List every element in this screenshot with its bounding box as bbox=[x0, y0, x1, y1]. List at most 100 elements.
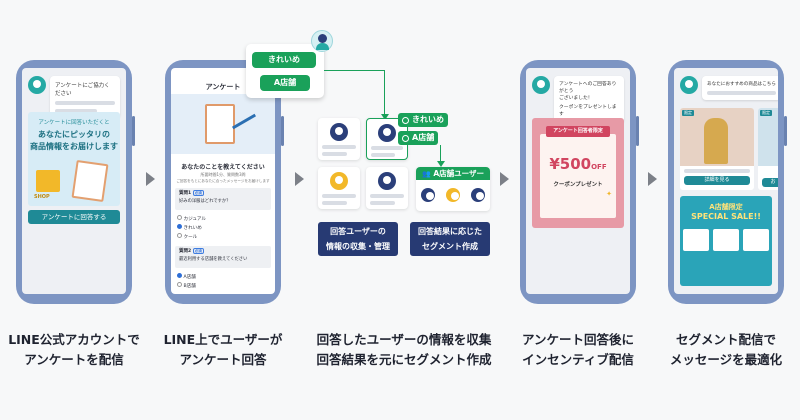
question-1-box: 質問1 必須 好みの洋服はどれですか？ bbox=[175, 188, 271, 210]
survey-hero bbox=[171, 94, 275, 154]
detail-button[interactable]: 詳細を見る bbox=[684, 176, 750, 185]
option-cool[interactable]: クール bbox=[177, 233, 206, 242]
account-avatar bbox=[28, 76, 46, 94]
step-caption-3: 回答したユーザーの情報を収集回答結果を元にセグメント作成 bbox=[316, 332, 492, 367]
chat-line-3: クーポンをプレゼントします bbox=[559, 105, 617, 117]
connector-line bbox=[324, 70, 384, 71]
step-caption-2: LINE上でユーザーがアンケート回答 bbox=[163, 332, 283, 367]
survey-header: アンケート bbox=[205, 83, 241, 91]
question-1-options: カジュアル きれいめ クール bbox=[177, 215, 206, 242]
limited-badge: 限定 bbox=[682, 110, 694, 116]
chat-text: あなたにおすすめの商品はこちら bbox=[707, 82, 776, 87]
shoes-icon bbox=[713, 229, 739, 251]
account-avatar bbox=[532, 76, 550, 94]
chat-text: アンケートにご協力ください bbox=[55, 83, 110, 97]
shop-bag-icon bbox=[36, 170, 60, 192]
coupon-banner: アンケート回答者限定 ¥500OFF クーポンプレゼント ✦ bbox=[532, 118, 624, 228]
phone-segment-message: あなたにおすすめの商品はこちら 限定 詳細を見る 限定 お A店舗限定 SPEC… bbox=[668, 60, 787, 304]
coupon-header: アンケート回答者限定 bbox=[546, 126, 610, 137]
create-segment-line-2: セグメント作成 bbox=[422, 242, 478, 251]
step-caption-1: LINE公式アカウントでアンケートを配信 bbox=[8, 332, 140, 367]
banner-main-text-2: 商品情報をお届けします bbox=[30, 142, 118, 151]
chat-line-2: ございました！ bbox=[559, 96, 593, 101]
survey-banner: アンケートに回答いただくと あなたにピッタリの 商品情報をお届けします SHOP bbox=[28, 112, 120, 206]
sale-line-1: A店舗限定 bbox=[709, 203, 743, 211]
user-card bbox=[366, 167, 408, 209]
model-illustration bbox=[704, 118, 728, 164]
product-card[interactable]: 限定 詳細を見る bbox=[680, 108, 754, 190]
account-avatar bbox=[680, 76, 698, 94]
phone-side-button bbox=[281, 116, 284, 146]
attribute-tag-store-a: A店舗 bbox=[398, 131, 439, 145]
coupon-label: クーポンプレゼント bbox=[553, 182, 603, 188]
connector-line bbox=[384, 70, 385, 116]
clipboard-illustration-icon bbox=[205, 104, 235, 144]
collect-info-line-1: 回答ユーザーの bbox=[330, 227, 386, 236]
question-1-label: 質問1 bbox=[179, 191, 192, 196]
coupon-card: アンケート回答者限定 ¥500OFF クーポンプレゼント ✦ bbox=[540, 126, 616, 218]
option-store-b[interactable]: B店舗 bbox=[177, 282, 196, 291]
option-kireime[interactable]: きれいめ bbox=[177, 224, 206, 233]
user-avatar-icon bbox=[311, 30, 333, 52]
banner-top-text: アンケートに回答いただくと bbox=[38, 120, 110, 126]
step-arrow-2 bbox=[295, 172, 304, 186]
question-2-text: 最近利用する店舗を教えてください bbox=[179, 257, 248, 262]
connector-arrowhead bbox=[437, 161, 445, 167]
product-card-partial[interactable]: 限定 お bbox=[758, 108, 778, 190]
answer-option-store-a: A店舗 bbox=[260, 75, 310, 91]
step-arrow-4 bbox=[648, 172, 657, 186]
segment-label: 👥 A店舗ユーザー bbox=[416, 167, 490, 180]
chat-line-1: アンケートへのご回答ありがとう bbox=[559, 82, 617, 94]
users-icon: 👥 bbox=[422, 170, 431, 178]
question-1-text: 好みの洋服はどれですか？ bbox=[179, 199, 231, 204]
question-title: あなたのことを教えてください bbox=[181, 164, 265, 171]
product-image: 限定 bbox=[680, 108, 754, 166]
segment-card: 👥 A店舗ユーザー bbox=[416, 167, 490, 211]
survey-note-1: 所要時間1分、質問数3問 bbox=[200, 172, 246, 177]
create-segment-line-1: 回答結果に応じた bbox=[418, 227, 482, 236]
survey-note-2: ご回答をもとにあなたに合ったメッセージをお届けします bbox=[176, 179, 270, 183]
detail-button[interactable]: お bbox=[762, 178, 778, 187]
sale-line-2: SPECIAL SALE!! bbox=[691, 212, 761, 221]
option-store-a[interactable]: A店舗 bbox=[177, 273, 196, 282]
phone-screen: アンケートにご協力ください アンケートに回答いただくと あなたにピッタリの 商品… bbox=[22, 68, 126, 294]
answer-popup: きれいめ A店舗 bbox=[246, 44, 324, 98]
sale-banner: A店舗限定 SPECIAL SALE!! bbox=[680, 196, 772, 286]
answer-survey-button[interactable]: アンケートに回答する bbox=[28, 210, 120, 224]
chat-bubble: アンケートへのご回答ありがとう ございました！ クーポンをプレゼントします bbox=[554, 76, 624, 123]
collect-info-line-2: 情報の収集・管理 bbox=[326, 242, 390, 251]
option-casual[interactable]: カジュアル bbox=[177, 215, 206, 224]
sale-items bbox=[680, 229, 772, 251]
phone-incentive: アンケートへのご回答ありがとう ございました！ クーポンをプレゼントします アン… bbox=[520, 60, 639, 304]
question-2-options: A店舗 B店舗 bbox=[177, 273, 196, 291]
phone-screen: アンケートへのご回答ありがとう ございました！ クーポンをプレゼントします アン… bbox=[526, 68, 630, 294]
tag-icon bbox=[402, 134, 409, 142]
shop-sign: SHOP bbox=[34, 194, 50, 200]
phone-screen: アンケート あなたのことを教えてください 所要時間1分、質問数3問 ご回答をもと… bbox=[171, 68, 275, 294]
phone-side-button bbox=[636, 116, 639, 146]
sparkle-icon: ✦ bbox=[606, 190, 612, 198]
create-segment-box: 回答結果に応じた セグメント作成 bbox=[410, 222, 490, 256]
connector-line bbox=[440, 145, 441, 163]
limited-badge: 限定 bbox=[760, 110, 772, 116]
segment-members bbox=[416, 188, 490, 202]
clutch-icon bbox=[743, 229, 769, 251]
coupon-off: OFF bbox=[591, 163, 607, 171]
answer-option-kireime: きれいめ bbox=[252, 52, 316, 68]
bag-icon bbox=[683, 229, 709, 251]
step-arrow-3 bbox=[500, 172, 509, 186]
question-2-box: 質問2 必須 最近利用する店舗を教えてください bbox=[175, 246, 271, 268]
step-caption-5: セグメント配信でメッセージを最適化 bbox=[669, 332, 783, 367]
collect-info-box: 回答ユーザーの 情報の収集・管理 bbox=[318, 222, 398, 256]
connector-arrowhead bbox=[381, 114, 389, 120]
required-badge: 必須 bbox=[192, 190, 204, 196]
phone-survey-answer: アンケート あなたのことを教えてください 所要時間1分、質問数3問 ご回答をもと… bbox=[165, 60, 284, 304]
phone-side-button bbox=[132, 116, 135, 146]
phone-survey-delivery: アンケートにご協力ください アンケートに回答いただくと あなたにピッタリの 商品… bbox=[16, 60, 135, 304]
attribute-tag-kireime: きれいめ bbox=[398, 113, 448, 127]
user-card bbox=[318, 167, 360, 209]
chat-bubble: あなたにおすすめの商品はこちら bbox=[702, 76, 778, 100]
coupon-amount-row: ¥500OFF bbox=[540, 154, 616, 173]
step-caption-4: アンケート回答後にインセンティブ配信 bbox=[521, 332, 634, 367]
chat-bubble: アンケートにご協力ください bbox=[50, 76, 120, 118]
